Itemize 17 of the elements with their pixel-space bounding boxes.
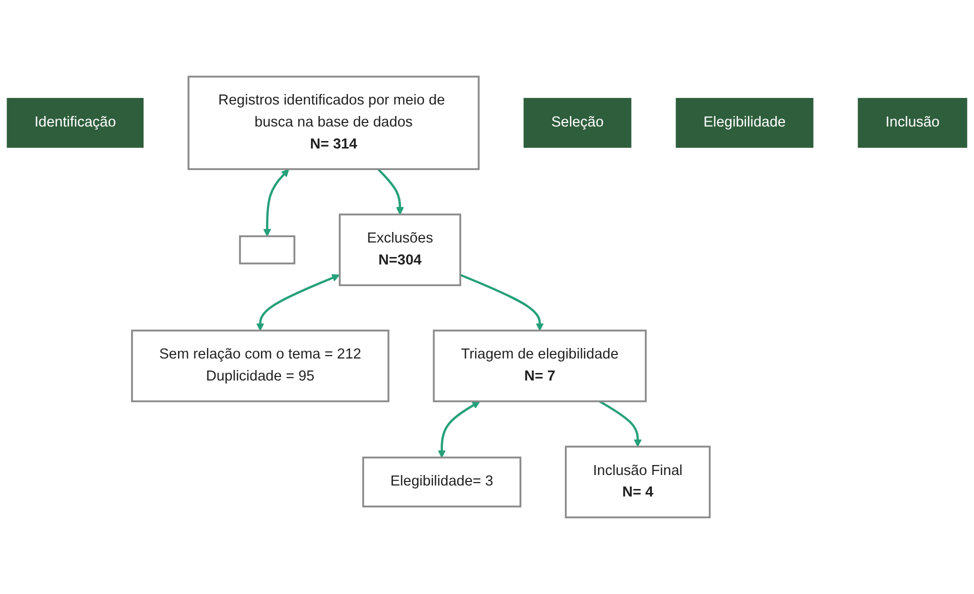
node-box: Triagem de elegibilidade N= 7 [432,330,647,402]
arrow [438,401,480,458]
node-box: Exclusões N=304 [338,214,462,286]
node-box: Inclusão Final N= 4 [564,446,711,518]
node-box: Sem relação com o tema = 212 Duplicidade = 95 [131,330,390,402]
arrow [460,274,544,331]
node-box: Inclusão [858,98,968,148]
node-box: Registros identificados por meio de busca na base de dados N= 314 [188,76,480,170]
arrow [263,169,290,237]
node-box: Identificação [6,98,144,148]
node-box: Elegibilidade= 3 [362,456,522,508]
node-box: Elegibilidade [676,98,814,148]
node-box: Seleção [524,98,632,148]
arrow [377,168,404,215]
arrow [598,400,642,447]
arrow [256,274,340,331]
node-box [239,235,296,264]
